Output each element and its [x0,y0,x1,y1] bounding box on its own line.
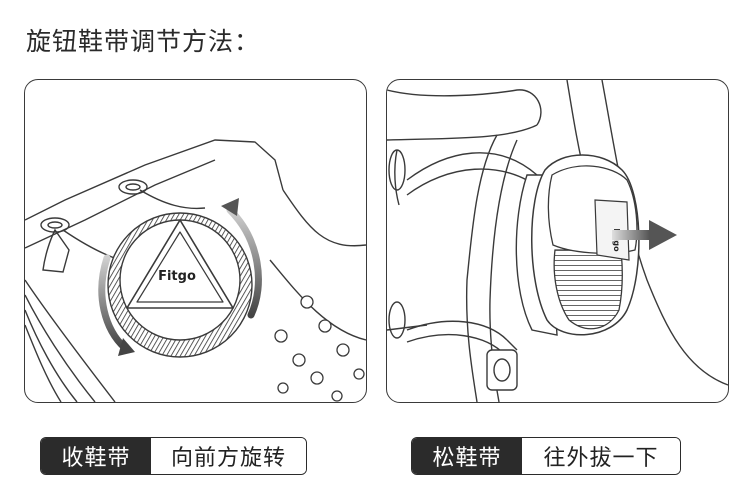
dial-knob-icon: Fitgo [531,154,640,336]
loosen-instruction: 往外拔一下 [522,438,680,474]
tighten-instruction: 向前方旋转 [151,438,306,474]
shoe-outline [25,139,366,402]
dial-knob-icon: Fitgo [107,212,253,358]
pull-out-arrow-icon [612,220,677,250]
loosen-illustration-panel: Fitgo [386,79,729,403]
loosen-label: 松鞋带 往外拔一下 [411,437,681,475]
tighten-illustration: Fitgo [25,139,366,402]
rotate-arrow-icon [98,198,262,356]
shoe-heel-outline [387,80,728,402]
tighten-illustration-panel: Fitgo [24,79,367,403]
tighten-action: 收鞋带 [41,438,151,474]
tighten-label: 收鞋带 向前方旋转 [40,437,307,475]
dial-brand-text: Fitgo [158,269,196,284]
loosen-illustration: Fitgo [387,80,728,402]
page-title: 旋钮鞋带调节方法： [26,27,261,56]
dial-brand-text: Fitgo [612,228,621,252]
loosen-action: 松鞋带 [412,438,522,474]
shoe-holes [274,295,365,402]
